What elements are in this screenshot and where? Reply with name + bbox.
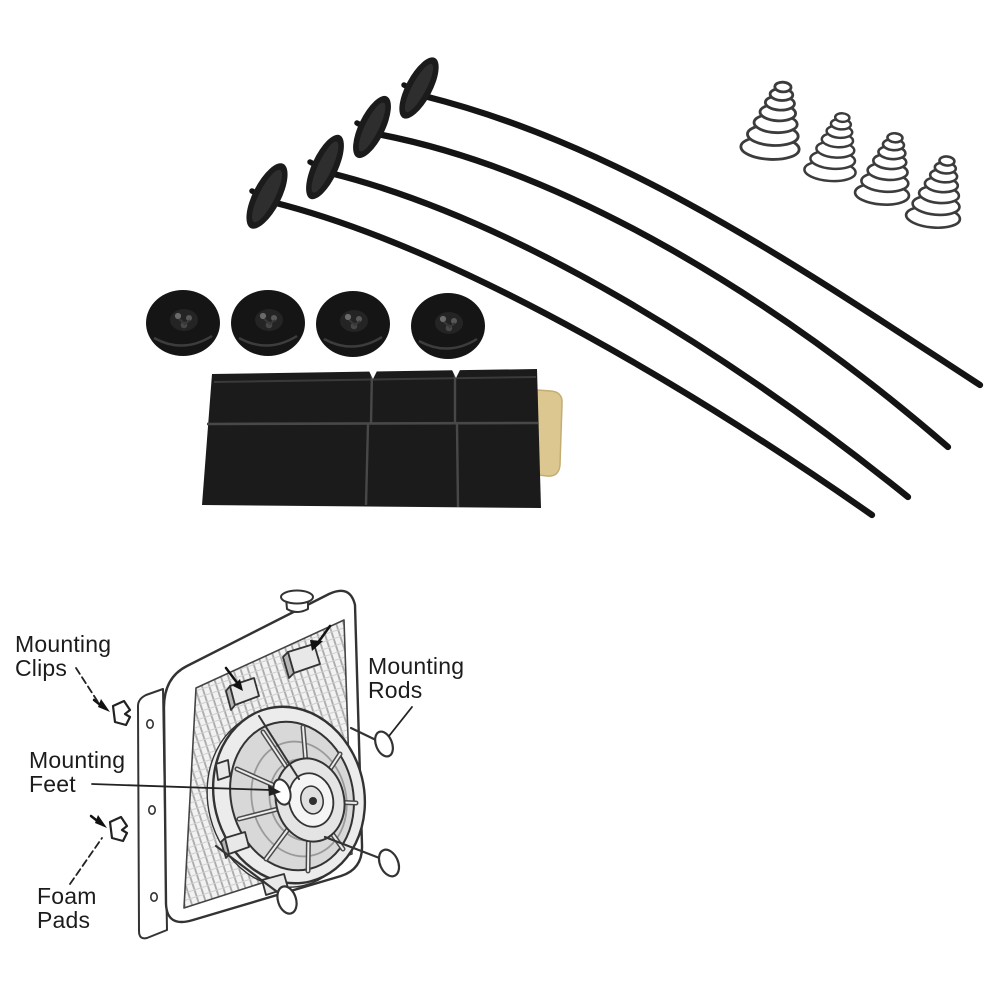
mounting-rod-end [374, 730, 394, 758]
fan-mounting-clip [220, 831, 250, 859]
coil-springs-photo [738, 78, 967, 232]
leader-lines [69, 667, 413, 885]
mounting-rods-photo [246, 57, 984, 519]
electric-fan [206, 705, 367, 888]
coil-spring [738, 78, 805, 163]
radiator-side-bracket [137, 688, 168, 940]
bracket-clips [89, 698, 132, 843]
mounting-rod [399, 57, 984, 389]
mounting-rod [353, 95, 952, 451]
mounting-foot-disc [314, 289, 392, 359]
label-mounting-feet: Mounting Feet [29, 747, 126, 798]
mounting-rod [306, 134, 912, 501]
mounting-foot-disc [409, 291, 487, 361]
coil-spring [903, 152, 967, 232]
label-mounting-clips: Mounting Clips [15, 631, 112, 682]
mounting-rod [246, 163, 876, 519]
mounting-rod-end [377, 848, 401, 878]
label-mounting-rods: Mounting Rods [368, 653, 465, 704]
mounting-rod-ends [214, 715, 401, 915]
clip-pointer-arrows [224, 624, 332, 691]
mounting-feet-photo [144, 288, 487, 361]
foam-pads-photo [202, 368, 563, 508]
label-foam-pads: Foam Pads [37, 883, 97, 934]
leader-mounting-clips [75, 667, 99, 703]
bracket-clip [108, 815, 129, 843]
bracket-clip [111, 699, 132, 727]
fan-mounting-clip [282, 643, 321, 679]
leader-mounting-rods [388, 706, 413, 737]
leader-mounting-feet [91, 783, 271, 791]
installation-diagram [69, 589, 413, 940]
radiator-cap [280, 589, 314, 613]
fan-mounting-clip [215, 759, 231, 781]
fan-foot-target [272, 778, 292, 806]
mounting-foot-disc [144, 288, 222, 358]
coil-spring [802, 109, 861, 184]
leader-foam-pads [69, 837, 103, 885]
fan-mounting-clips [215, 643, 321, 896]
fan-motor-hub [274, 757, 346, 843]
mounting-foot-disc [229, 288, 307, 358]
adhesive-backing [536, 389, 563, 477]
mounting-rod-end [276, 885, 298, 915]
coil-spring [853, 129, 915, 208]
